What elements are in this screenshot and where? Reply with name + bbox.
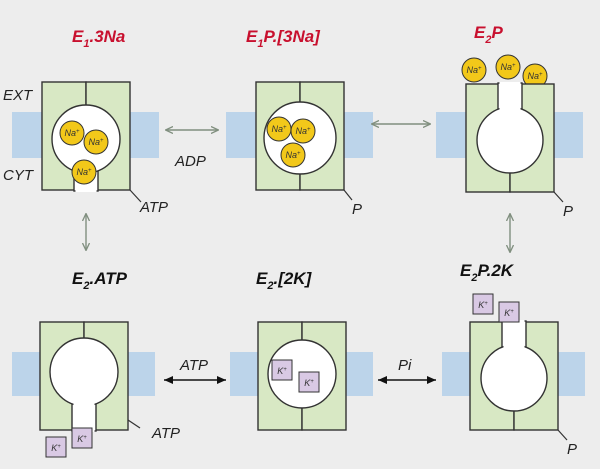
phosphate-label: P [352, 201, 362, 218]
atp-pointer [127, 419, 141, 429]
state-title-e2-atp: E2.ATP [72, 269, 128, 292]
potassium-ion: K+ [498, 301, 520, 323]
sodium-ion: Na+ [266, 116, 292, 142]
state-title-e2-2k: E2.[2K] [256, 269, 313, 292]
potassium-ion: K+ [45, 436, 67, 458]
potassium-ion: K+ [298, 371, 320, 393]
state-title-e2p-2k: E2P.2K [460, 261, 515, 284]
svg-text:K+: K+ [51, 443, 61, 453]
potassium-ion: K+ [472, 293, 494, 315]
svg-text:Na+: Na+ [88, 137, 104, 147]
svg-text:K+: K+ [277, 366, 287, 376]
potassium-ion: K+ [271, 359, 293, 381]
state-title-e2p: E2P [474, 23, 503, 46]
sodium-ion: Na+ [290, 118, 316, 144]
membrane-left [436, 112, 466, 158]
sodium-ion: Na+ [280, 142, 306, 168]
phosphate-pointer [553, 191, 564, 203]
pump-state-e2-atp: K+ K+ ATP [12, 321, 180, 458]
svg-text:K+: K+ [478, 300, 488, 310]
atp-pointer [129, 189, 142, 203]
sodium-ion: Na+ [461, 57, 487, 83]
atp-label: ATP [151, 425, 180, 442]
pi-label: Pi [398, 357, 412, 374]
pump-state-e2p: Na+ Na+ Na+ P [436, 54, 583, 220]
svg-text:Na+: Na+ [76, 167, 92, 177]
sodium-ion: Na+ [83, 129, 109, 155]
ext-label: EXT [3, 87, 34, 104]
phosphate-pointer [557, 429, 568, 441]
membrane-right [557, 352, 585, 396]
pump-state-e2-2k: K+ K+ [230, 321, 373, 431]
sodium-ion: Na+ [495, 54, 521, 80]
phosphate-label: P [567, 441, 577, 458]
phosphate-pointer [343, 189, 353, 201]
atp-label: ATP [139, 199, 168, 216]
atp-transition-label: ATP [179, 357, 208, 374]
svg-text:K+: K+ [504, 308, 514, 318]
svg-text:K+: K+ [304, 378, 314, 388]
svg-text:Na+: Na+ [527, 71, 543, 81]
membrane-right [345, 352, 373, 396]
svg-text:Na+: Na+ [295, 126, 311, 136]
sodium-ion: Na+ [59, 120, 85, 146]
membrane-right [343, 112, 373, 158]
potassium-ion: K+ [71, 427, 93, 449]
adp-label: ADP [174, 153, 206, 170]
svg-text:Na+: Na+ [271, 124, 287, 134]
cyt-label: CYT [3, 167, 35, 184]
sodium-ion: Na+ [71, 159, 97, 185]
membrane-right [553, 112, 583, 158]
membrane-left [12, 352, 40, 396]
membrane-left [226, 112, 256, 158]
membrane-left [230, 352, 258, 396]
svg-text:Na+: Na+ [466, 65, 482, 75]
state-title-e1-3na: E1.3Na [72, 27, 125, 50]
pump-state-e2p-2k: K+ K+ P [442, 293, 585, 458]
membrane-left [12, 112, 42, 158]
membrane-right [127, 352, 155, 396]
membrane-right [129, 112, 159, 158]
svg-text:Na+: Na+ [500, 62, 516, 72]
sodium-ion: Na+ [522, 63, 548, 89]
membrane-left [442, 352, 470, 396]
svg-text:Na+: Na+ [64, 128, 80, 138]
pump-state-e1-3na: Na+ Na+ Na+ ATP [12, 81, 168, 216]
state-title-e1p-3na: E1P.[3Na] [246, 27, 321, 50]
phosphate-label: P [563, 203, 573, 220]
svg-text:K+: K+ [77, 434, 87, 444]
pump-state-e1p-3na: Na+ Na+ Na+ P [226, 81, 373, 218]
svg-text:Na+: Na+ [285, 150, 301, 160]
